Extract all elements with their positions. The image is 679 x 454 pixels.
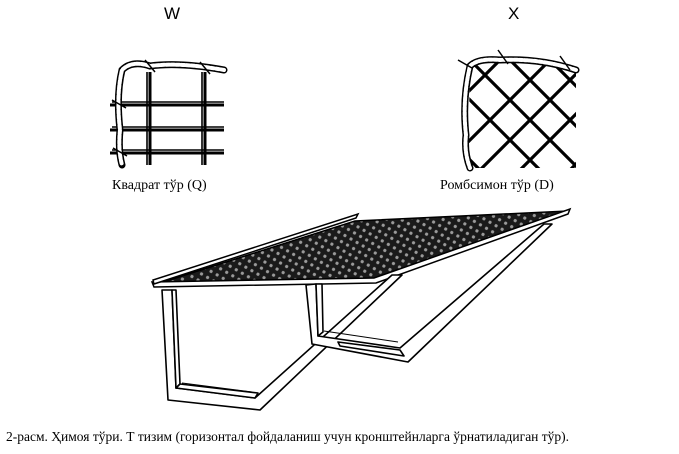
detail-w-letter: W [164,4,181,23]
detail-x-letter: X [508,4,520,23]
square-mesh-caption: Квадрат тўр (Q) [112,178,207,193]
figure-caption: 2-расм. Ҳимоя тўри. Т тизим (горизонтал … [6,429,570,444]
t-system-net-illustration [150,207,572,411]
square-mesh-detail [110,59,228,169]
diamond-mesh-caption: Ромбсимон тўр (D) [440,178,554,193]
diamond-mesh-detail [457,49,580,172]
